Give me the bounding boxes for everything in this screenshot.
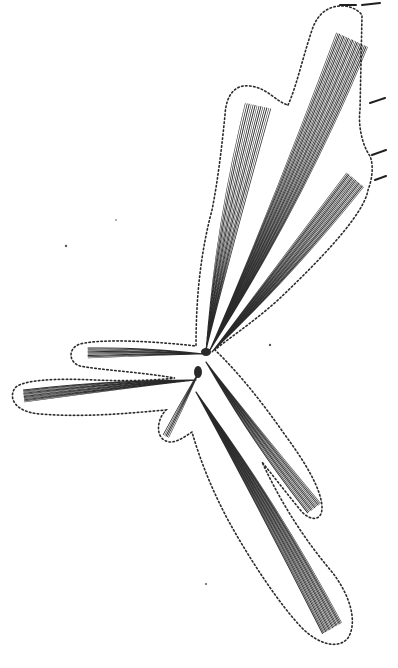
paper-specks [65, 219, 271, 585]
fibre-bundle-upper-left [206, 103, 271, 350]
fibre-bundle-left-lower [23, 380, 196, 402]
fibre-bundle-bottom [196, 392, 342, 634]
fibre-bundle-top [210, 33, 368, 350]
fibre-bundle-left-upper [88, 348, 204, 358]
central-knot [194, 348, 211, 378]
fibre-bundle-right [212, 173, 364, 352]
fibre-strand [210, 33, 337, 350]
